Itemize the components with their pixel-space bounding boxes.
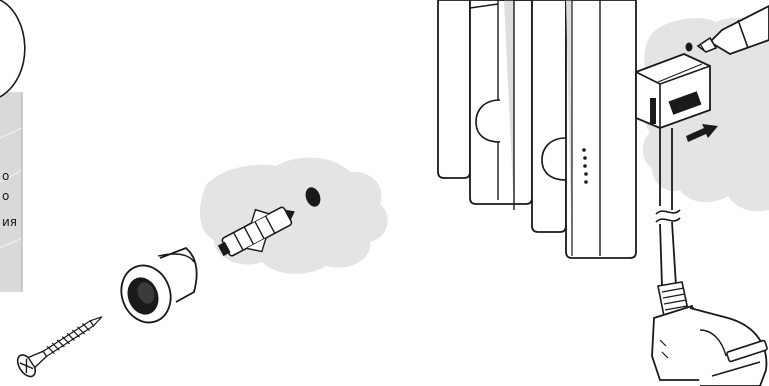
label-line-1: о — [2, 169, 9, 183]
power-plug-icon — [652, 282, 768, 386]
callout-circle — [0, 0, 25, 97]
label-line-2: о — [2, 189, 9, 203]
instruction-label-panel: о о ия — [0, 0, 25, 292]
glue-drop — [686, 43, 693, 52]
label-line-3: ия — [2, 215, 17, 229]
screw-icon — [14, 307, 108, 380]
wall-patch — [200, 157, 388, 273]
spacer-sleeve-icon — [114, 248, 197, 329]
